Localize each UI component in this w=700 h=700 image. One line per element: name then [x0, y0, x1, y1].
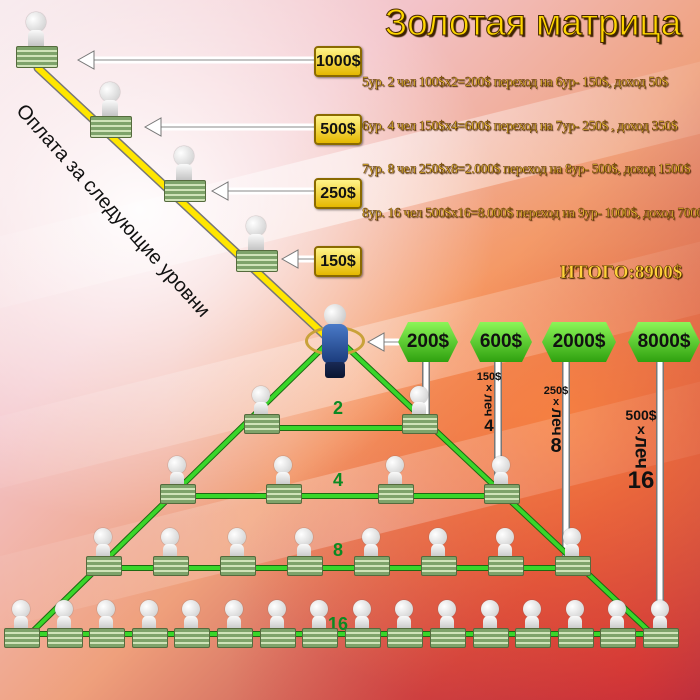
left-arrow-icon: [366, 332, 385, 352]
person-with-money-icon: [600, 600, 637, 648]
vertical-label-x: х: [552, 396, 560, 408]
page-title: Золотая матрица: [384, 2, 682, 44]
income-box: 600$: [470, 322, 532, 362]
person-with-money-icon: [266, 456, 302, 504]
vertical-label-amount: 250$: [543, 385, 569, 397]
level-count: 8: [333, 540, 344, 560]
vertical-label-x: х: [637, 421, 645, 437]
person-with-money-icon: [302, 600, 339, 648]
payment-sign: 150$: [314, 246, 362, 277]
vertical-label-amount: 500$: [625, 407, 657, 423]
info-line: 7ур. 8 чел 250$х8=2.000$ переход на 8ур-…: [362, 161, 691, 176]
person-with-money-icon: [354, 528, 390, 576]
person-with-money-icon: [259, 600, 296, 648]
person-with-money-icon: [131, 600, 168, 648]
person-with-money-icon: [164, 146, 206, 202]
level-count: 2: [333, 398, 344, 418]
income-box: 8000$: [628, 322, 700, 362]
person-with-money-icon: [174, 600, 211, 648]
left-arrow-icon: [76, 50, 95, 70]
info-line: 6ур. 4 чел 150$х4=600$ переход на 7ур- 2…: [362, 118, 678, 133]
person-with-money-icon: [220, 528, 256, 576]
vertical-label-word: леч: [481, 394, 497, 417]
person-with-money-icon: [387, 600, 424, 648]
person-with-money-icon: [344, 600, 381, 648]
payment-sign: 1000$: [314, 46, 362, 77]
total-label: ИТОГО:8900$: [560, 262, 683, 284]
person-with-money-icon: [472, 600, 509, 648]
person-with-money-icon: [287, 528, 323, 576]
payment-sign: 500$: [314, 114, 362, 145]
vertical-label-amount: 150$: [476, 371, 502, 383]
left-arrow-icon: [210, 181, 229, 201]
person-with-money-icon: [46, 600, 83, 648]
vertical-label-word: леч: [548, 408, 565, 436]
vertical-label-x: х: [485, 382, 493, 394]
person-with-money-icon: [555, 528, 591, 576]
payment-diagonal: [35, 65, 333, 343]
vertical-label: 250$ х леч 8: [542, 386, 570, 456]
person-with-money-icon: [643, 600, 679, 648]
left-arrow-icon: [280, 249, 299, 269]
income-box: 2000$: [542, 322, 616, 362]
person-with-money-icon: [16, 12, 58, 68]
vertical-label-count: 16: [627, 466, 655, 494]
person-with-money-icon: [153, 528, 189, 576]
payment-sign: 250$: [314, 178, 362, 209]
person-with-money-icon: [488, 528, 524, 576]
person-with-money-icon: [244, 386, 280, 434]
info-line: 8ур. 16 чел 500$х16=8.000$ переход на 9у…: [362, 205, 700, 220]
person-with-money-icon: [557, 600, 594, 648]
income-box: 200$: [398, 322, 458, 362]
person-with-money-icon: [217, 600, 253, 648]
person-with-money-icon: [430, 600, 466, 648]
person-with-money-icon: [421, 528, 457, 576]
person-with-money-icon: [160, 456, 196, 504]
person-with-money-icon: [86, 528, 122, 576]
vertical-label-count: 4: [484, 415, 494, 435]
person-with-money-icon: [402, 386, 438, 434]
vertical-label-count: 8: [550, 434, 562, 457]
person-with-money-icon: [236, 216, 278, 272]
info-line: 5ур. 2 чел 100$х2=200$ переход на 6ур- 1…: [362, 74, 668, 89]
vertical-label: 150$ х леч 4: [476, 372, 502, 434]
person-with-money-icon: [4, 600, 40, 648]
level-count: 4: [333, 470, 344, 490]
vertical-label: 500$ х леч 16: [624, 408, 658, 493]
person-with-money-icon: [515, 600, 552, 648]
top-person-icon: [305, 304, 365, 380]
left-arrow-icon: [143, 117, 162, 137]
person-with-money-icon: [89, 600, 126, 648]
vertical-label-word: леч: [630, 436, 652, 469]
person-with-money-icon: [378, 456, 414, 504]
person-with-money-icon: [90, 82, 132, 138]
person-with-money-icon: [484, 456, 520, 504]
